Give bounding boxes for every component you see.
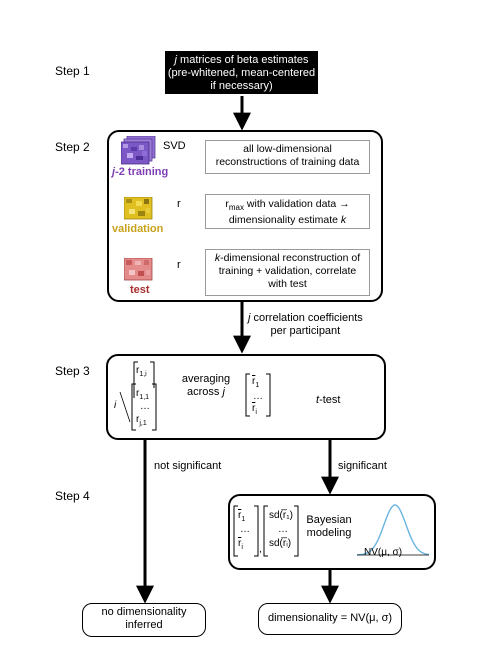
step4-rbar-1: r1 bbox=[238, 510, 246, 523]
step1-line3: if necessary) bbox=[210, 80, 273, 92]
rbar-i: ri bbox=[252, 403, 257, 416]
rmax-box: rmax with validation data → dimensionali… bbox=[205, 194, 370, 229]
svd-label: SVD bbox=[163, 140, 186, 152]
rmax-line1: with validation data → bbox=[243, 198, 350, 210]
step4-container bbox=[228, 494, 436, 570]
no-dimensionality-line1: no dimensionality bbox=[101, 606, 187, 618]
step4-rbar-i: ri bbox=[238, 538, 243, 551]
rmax-line2: dimensionality estimate bbox=[228, 214, 341, 227]
sd-i: sd(r̅ᵢ) bbox=[269, 538, 292, 549]
rbar-1: r1 bbox=[252, 376, 260, 389]
rmax-sub: max bbox=[228, 203, 244, 213]
step1-line1: matrices of beta estimates bbox=[177, 54, 309, 66]
mean-vector-brackets bbox=[245, 373, 271, 417]
reconstructions-line2: reconstructions of training data bbox=[215, 156, 360, 168]
training-label-text: -2 training bbox=[115, 166, 169, 178]
step-label-3: Step 3 bbox=[55, 364, 90, 378]
bayesian-modeling-label: Bayesian modeling bbox=[300, 514, 358, 540]
rbar-dots: … bbox=[253, 391, 263, 402]
step4-rbar-dots: … bbox=[240, 524, 250, 535]
reconstructions-line1: all low-dimensional bbox=[243, 143, 332, 155]
averaging-line2: across bbox=[187, 386, 223, 398]
reconstructions-box: all low-dimensional reconstructions of t… bbox=[205, 140, 370, 174]
k-reconstruction-line2: training + validation, correlate bbox=[218, 265, 357, 277]
step3-i-label: i bbox=[114, 400, 117, 411]
stacked-matrix-brackets bbox=[119, 361, 157, 431]
correlation-line2: per participant bbox=[270, 325, 341, 337]
k-reconstruction-line3: with test bbox=[268, 278, 307, 290]
r-dots: … bbox=[140, 401, 150, 412]
rmax-k: k bbox=[340, 214, 347, 227]
k-reconstruction-k: k bbox=[214, 252, 221, 264]
averaging-label: averaging across j bbox=[176, 373, 236, 399]
step4-comma: , bbox=[259, 544, 262, 555]
training-matrix-icon bbox=[121, 136, 156, 165]
sd-dots: … bbox=[278, 524, 288, 535]
validation-label: validation bbox=[112, 223, 164, 235]
step4-brackets bbox=[233, 505, 299, 557]
r-1i: r1,i bbox=[136, 365, 147, 378]
r-11: r1,1 bbox=[136, 388, 150, 401]
k-reconstruction-line1: -dimensional reconstruction of bbox=[220, 252, 361, 264]
t-test-label: t-test bbox=[316, 394, 341, 406]
correlation-j: j bbox=[248, 312, 251, 324]
step-label-2: Step 2 bbox=[55, 140, 90, 154]
not-significant-label: not significant bbox=[154, 460, 222, 472]
correlation-line1: correlation coefficients bbox=[250, 312, 363, 324]
test-label: test bbox=[130, 284, 150, 296]
no-dimensionality-line2: inferred bbox=[125, 619, 163, 631]
nv-label: NV(μ, σ) bbox=[364, 547, 403, 558]
averaging-line1: averaging bbox=[181, 373, 231, 385]
significant-label: significant bbox=[338, 460, 387, 472]
step1-input-box: j matrices of beta estimates (pre-whiten… bbox=[165, 51, 318, 94]
normal-curve-plot bbox=[356, 504, 430, 556]
normal-curve bbox=[356, 504, 430, 556]
validation-matrix-icon bbox=[124, 197, 153, 220]
averaging-j: j bbox=[222, 386, 225, 398]
r-label-validation: r bbox=[177, 198, 181, 210]
bayesian-line1: Bayesian bbox=[306, 514, 352, 526]
r-label-test: r bbox=[177, 259, 181, 271]
step1-j: j bbox=[174, 54, 177, 66]
bayesian-line2: modeling bbox=[306, 527, 352, 539]
step-label-4: Step 4 bbox=[55, 489, 90, 503]
test-matrix-icon bbox=[124, 258, 153, 281]
correlation-coefficients-label: j correlation coefficients per participa… bbox=[248, 312, 363, 338]
sd-1: sd(r̅₁) bbox=[269, 510, 293, 521]
dimensionality-result-box: dimensionality = NV(μ, σ) bbox=[258, 603, 402, 635]
no-dimensionality-box: no dimensionality inferred bbox=[82, 603, 206, 637]
r-j1: rj,1 bbox=[136, 414, 147, 427]
step1-line2: (pre-whitened, mean-centered bbox=[167, 67, 316, 79]
step-label-1: Step 1 bbox=[55, 64, 90, 78]
training-label: j-2 training bbox=[112, 166, 168, 179]
rmax-r: r bbox=[225, 198, 229, 210]
k-reconstruction-box: k-dimensional reconstruction of training… bbox=[205, 249, 370, 296]
training-label-j: j bbox=[112, 166, 116, 178]
